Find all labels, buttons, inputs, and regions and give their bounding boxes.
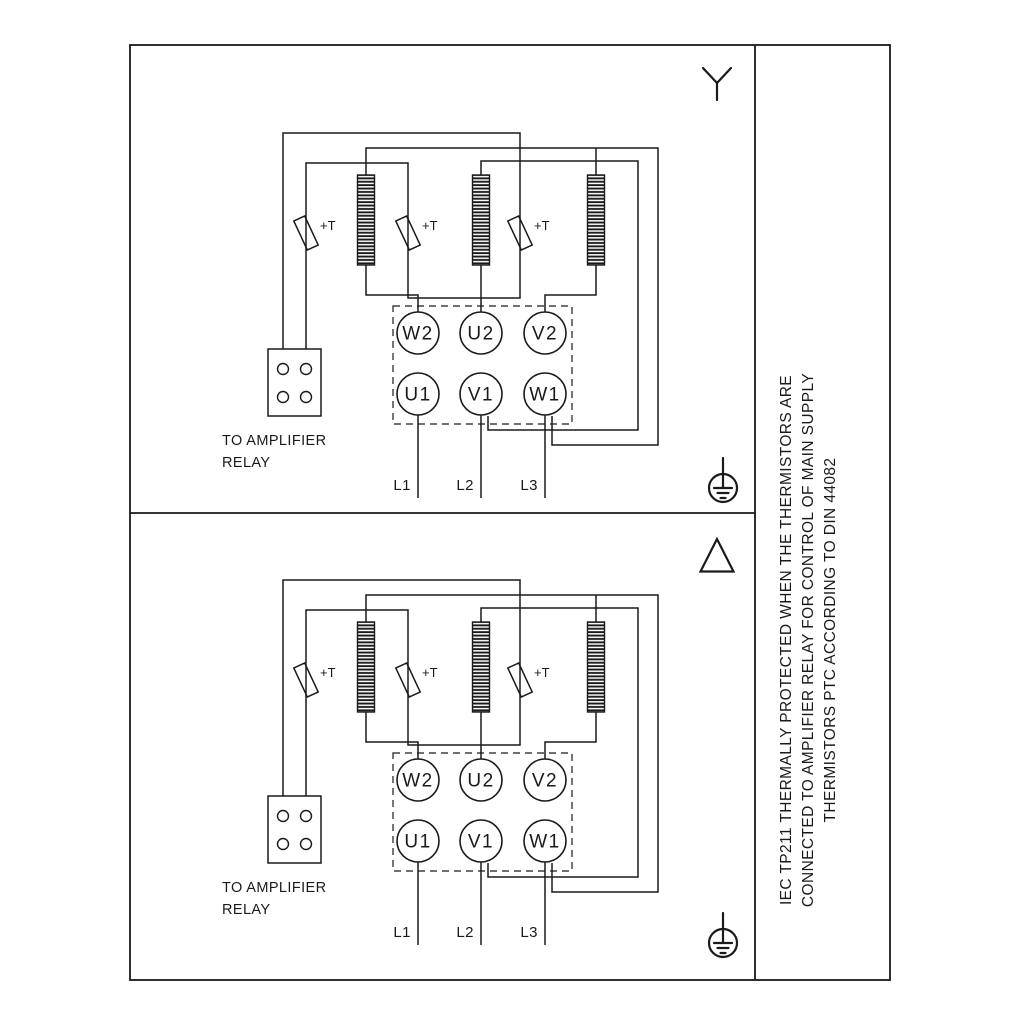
thermistor-circuit-wires: [282, 579, 521, 844]
svg-text:V2: V2: [532, 771, 558, 792]
diagram-frame: [129, 44, 891, 981]
supply-label-l2: L2: [456, 477, 474, 494]
terminal-w1: W1: [523, 819, 567, 863]
thermistor-3: +T: [506, 659, 550, 702]
terminal-v2: V2: [523, 311, 567, 355]
thermistor-3-label: +T: [534, 665, 550, 680]
star-connection-icon: [701, 66, 733, 102]
earth-ground-icon: [707, 456, 739, 504]
svg-text:W2: W2: [402, 771, 434, 792]
svg-text:W1: W1: [529, 385, 561, 406]
terminal-v2: V2: [523, 758, 567, 802]
supply-label-l3: L3: [520, 477, 538, 494]
svg-text:U2: U2: [467, 324, 494, 345]
terminal-board-outline: [392, 752, 573, 872]
delta-connection-panel: +T +T +T W2 U2 V2 U1 V1 W1 L1 L2: [222, 579, 659, 945]
terminal-w2: W2: [396, 311, 440, 355]
terminal-w1: W1: [523, 372, 567, 416]
svg-text:W1: W1: [529, 832, 561, 853]
terminal-w2: W2: [396, 758, 440, 802]
winding-circuit-wires: [365, 147, 659, 446]
side-note-line-2: CONNECTED TO AMPLIFIER RELAY FOR CONTROL…: [800, 373, 817, 907]
thermistor-1: +T: [292, 659, 336, 702]
svg-text:W2: W2: [402, 324, 434, 345]
side-note-line-1: IEC TP211 THERMALLY PROTECTED WHEN THE T…: [778, 375, 795, 905]
delta-connection-icon: [698, 536, 736, 573]
relay-caption-line-2: RELAY: [222, 455, 270, 471]
winding-1: [356, 174, 376, 266]
terminal-board-outline: [392, 305, 573, 425]
relay-connector: [267, 348, 322, 417]
supply-wires: [417, 415, 546, 498]
thermistor-circuit-wires: [282, 132, 521, 397]
thermistor-1: +T: [292, 212, 336, 255]
terminal-u1: U1: [396, 372, 440, 416]
side-note-line-3: THERMISTORS PTC ACCORDING TO DIN 44082: [822, 458, 839, 823]
thermistor-2: +T: [394, 659, 438, 702]
winding-3: [586, 174, 606, 266]
relay-caption-line-1: TO AMPLIFIER: [222, 880, 326, 896]
supply-label-l1: L1: [393, 477, 411, 494]
star-connection-panel: +T +T +T W2 U2 V2 U1 V1 W1: [222, 132, 659, 498]
thermistor-2-label: +T: [422, 218, 438, 233]
earth-ground-icon: [707, 911, 739, 959]
winding-1: [356, 621, 376, 713]
terminal-v1: V1: [459, 372, 503, 416]
thermistor-2: +T: [394, 212, 438, 255]
relay-caption-line-2: RELAY: [222, 902, 270, 918]
winding-2: [471, 174, 491, 266]
supply-label-l2: L2: [456, 924, 474, 941]
svg-text:V2: V2: [532, 324, 558, 345]
thermistor-1-label: +T: [320, 665, 336, 680]
relay-connector: [267, 795, 322, 864]
thermistor-1-label: +T: [320, 218, 336, 233]
terminal-v1: V1: [459, 819, 503, 863]
supply-wires: [417, 862, 546, 945]
supply-label-l3: L3: [520, 924, 538, 941]
thermistor-2-label: +T: [422, 665, 438, 680]
svg-text:U1: U1: [404, 832, 431, 853]
terminal-u1: U1: [396, 819, 440, 863]
thermistor-3-label: +T: [534, 218, 550, 233]
svg-text:V1: V1: [468, 385, 494, 406]
terminal-u2: U2: [459, 758, 503, 802]
side-note: IEC TP211 THERMALLY PROTECTED WHEN THE T…: [778, 373, 839, 907]
relay-caption-line-1: TO AMPLIFIER: [222, 433, 326, 449]
svg-text:U1: U1: [404, 385, 431, 406]
supply-label-l1: L1: [393, 924, 411, 941]
svg-text:V1: V1: [468, 832, 494, 853]
svg-text:U2: U2: [467, 771, 494, 792]
thermistor-3: +T: [506, 212, 550, 255]
winding-2: [471, 621, 491, 713]
winding-circuit-wires: [365, 594, 659, 893]
winding-3: [586, 621, 606, 713]
terminal-u2: U2: [459, 311, 503, 355]
